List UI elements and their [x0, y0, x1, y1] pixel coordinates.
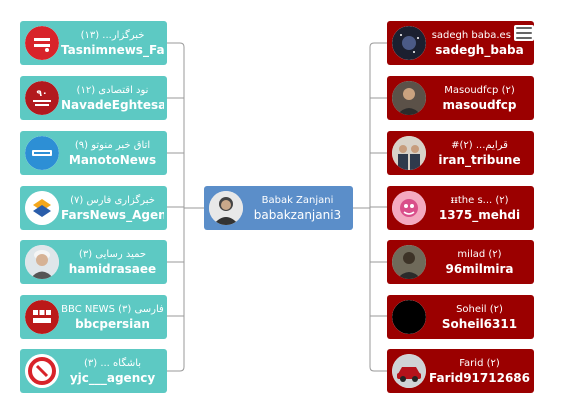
right-node-title: #قرایم... (۲): [451, 139, 508, 151]
right-node-title: Farid (۲): [459, 357, 500, 369]
left-node-title: حمید رسایی (۳): [78, 248, 147, 260]
bbc-news-logo-icon: [25, 300, 59, 334]
left-node[interactable]: ۹۰ نود اقتصادی (۱۲) NavadeEghtesadi: [20, 76, 167, 120]
right-node[interactable]: sadegh baba.es (۲) sadegh_baba: [387, 21, 534, 65]
right-node-handle: sadegh_baba: [435, 42, 524, 57]
left-node-handle: FarsNews_Agency: [61, 207, 164, 222]
left-node-title: اتاق خبر منوتو (۹): [74, 139, 151, 151]
svg-text:۹۰: ۹۰: [37, 89, 48, 99]
right-node-title: Masoudfcp (۲): [444, 84, 515, 96]
navad-eghtesadi-logo-icon: ۹۰: [25, 81, 59, 115]
person-avatar-icon: [392, 81, 426, 115]
center-handle: babakzanjani3: [253, 207, 342, 222]
right-node[interactable]: ᵻᵻthe s... (۲) 1375_mehdi: [387, 186, 534, 230]
right-node-title: Soheil (۲): [456, 303, 503, 315]
right-node[interactable]: #قرایم... (۲) iran_tribune: [387, 131, 534, 175]
right-node-handle: Farid91712686: [428, 370, 530, 385]
left-node-handle: yjc___agency: [69, 370, 156, 385]
left-node-title: باشگاه ... (۳): [83, 357, 142, 369]
person-avatar-icon: [25, 245, 59, 279]
space-avatar-icon: [392, 26, 426, 60]
menu-icon-bar: [516, 37, 532, 39]
left-node-title: نود اقتصادی (۱۲): [76, 84, 149, 96]
yjc-logo-icon: [25, 354, 59, 388]
right-node-handle: iran_tribune: [438, 152, 521, 167]
right-node-title: milad (۲): [457, 248, 502, 260]
right-node-handle: 1375_mehdi: [438, 207, 521, 222]
menu-icon-bar: [516, 32, 532, 34]
black-circle-avatar-icon: [392, 300, 426, 334]
right-node-handle: 96milmira: [445, 261, 514, 276]
right-node-handle: Soheil6311: [441, 316, 518, 331]
left-node[interactable]: باشگاه ... (۳) yjc___agency: [20, 349, 167, 393]
group-photo-avatar-icon: [392, 136, 426, 170]
left-node-handle: NavadeEghtesadi: [61, 97, 164, 112]
right-node-handle: masoudfcp: [442, 97, 517, 112]
center-name: Babak Zanjani: [261, 194, 334, 206]
left-node-title: خبرگزار... (۱۳): [80, 29, 145, 41]
fars-logo-icon: [25, 191, 59, 225]
right-node[interactable]: milad (۲) 96milmira: [387, 240, 534, 284]
right-node[interactable]: Masoudfcp (۲) masoudfcp: [387, 76, 534, 120]
right-node-title: ᵻᵻthe s... (۲): [450, 194, 509, 206]
menu-icon-bar: [516, 27, 532, 29]
left-node[interactable]: اتاق خبر منوتو (۹) ManotoNews: [20, 131, 167, 175]
cartoon-avatar-icon: [392, 191, 426, 225]
left-node[interactable]: خبرگزار... (۱۳) Tasnimnews_Fa: [20, 21, 167, 65]
left-node[interactable]: BBC NEWS (۳) فارسی bbcpersian: [20, 295, 167, 339]
left-node-handle: hamidrasaee: [68, 261, 157, 276]
left-node-handle: ManotoNews: [68, 152, 157, 167]
right-node-title: sadegh baba.es (۲): [431, 29, 528, 41]
menu-icon[interactable]: [514, 25, 534, 41]
right-node[interactable]: Farid (۲) Farid91712686: [387, 349, 534, 393]
left-node-title: خبرگزاری فارس (۷): [70, 194, 155, 206]
left-node-title: BBC NEWS (۳) فارسی: [61, 303, 164, 315]
left-node-handle: bbcpersian: [75, 316, 150, 331]
manoto-logo-icon: [25, 136, 59, 170]
left-node-handle: Tasnimnews_Fa: [61, 42, 164, 57]
person-avatar-icon: [392, 245, 426, 279]
left-node[interactable]: حمید رسایی (۳) hamidrasaee: [20, 240, 167, 284]
person-avatar-icon: [209, 191, 243, 225]
tasnim-logo-icon: [25, 26, 59, 60]
right-node[interactable]: Soheil (۲) Soheil6311: [387, 295, 534, 339]
car-avatar-icon: [392, 354, 426, 388]
left-node[interactable]: خبرگزاری فارس (۷) FarsNews_Agency: [20, 186, 167, 230]
center-node[interactable]: Babak Zanjani babakzanjani3: [204, 186, 353, 230]
